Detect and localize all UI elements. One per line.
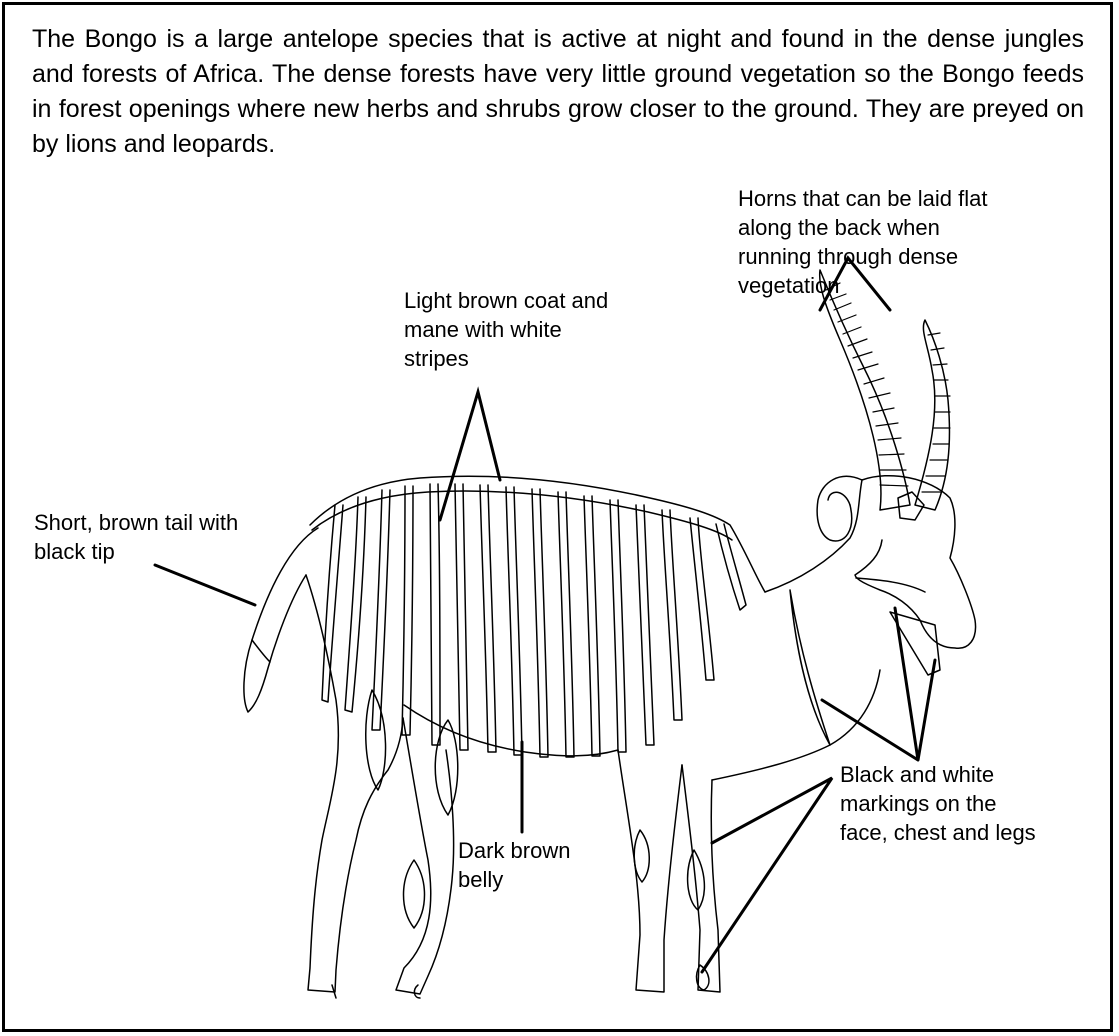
belly-label: Dark brown belly: [458, 836, 570, 894]
hind-leg-far: [396, 718, 454, 994]
belly-label-line-1: Dark brown: [458, 838, 570, 863]
coat-leader: [440, 392, 500, 520]
face-leader: [822, 608, 935, 760]
back-outline: [310, 476, 765, 592]
tail-label: Short, brown tail with black tip: [34, 508, 238, 566]
tail: [244, 528, 318, 712]
body-stripes: [322, 484, 746, 757]
mane-stripe-band: [312, 491, 732, 540]
ear: [817, 476, 862, 541]
neck-back: [765, 480, 862, 592]
tail-leader: [155, 565, 255, 605]
legs-leader: [702, 778, 832, 972]
horns-label-line-4: vegetation: [738, 273, 840, 298]
tail-label-line-1: Short, brown tail with: [34, 510, 238, 535]
markings-label: Black and white markings on the face, ch…: [840, 760, 1036, 847]
markings-label-line-2: markings on the: [840, 791, 997, 816]
horn-left: [820, 270, 910, 510]
coat-label-line-2: mane with white: [404, 317, 562, 342]
horns-label: Horns that can be laid flat along the ba…: [738, 184, 987, 300]
coat-label-line-1: Light brown coat and: [404, 288, 608, 313]
rump-and-hind-leg: [306, 575, 403, 992]
coat-label: Light brown coat and mane with white str…: [404, 286, 608, 373]
markings-label-line-3: face, chest and legs: [840, 820, 1036, 845]
front-leg-near: [618, 750, 682, 992]
coat-label-line-3: stripes: [404, 346, 469, 371]
belly-label-line-2: belly: [458, 867, 503, 892]
ear-inner: [828, 492, 850, 505]
chest-marking: [790, 590, 830, 745]
markings-label-line-1: Black and white: [840, 762, 994, 787]
tail-label-line-2: black tip: [34, 539, 115, 564]
horns-label-line-1: Horns that can be laid flat: [738, 186, 987, 211]
tail-tip-line: [252, 640, 270, 662]
horns-label-line-3: running through dense: [738, 244, 958, 269]
face-band: [856, 578, 925, 592]
horn-ridges: [826, 283, 950, 492]
horns-label-line-2: along the back when: [738, 215, 940, 240]
